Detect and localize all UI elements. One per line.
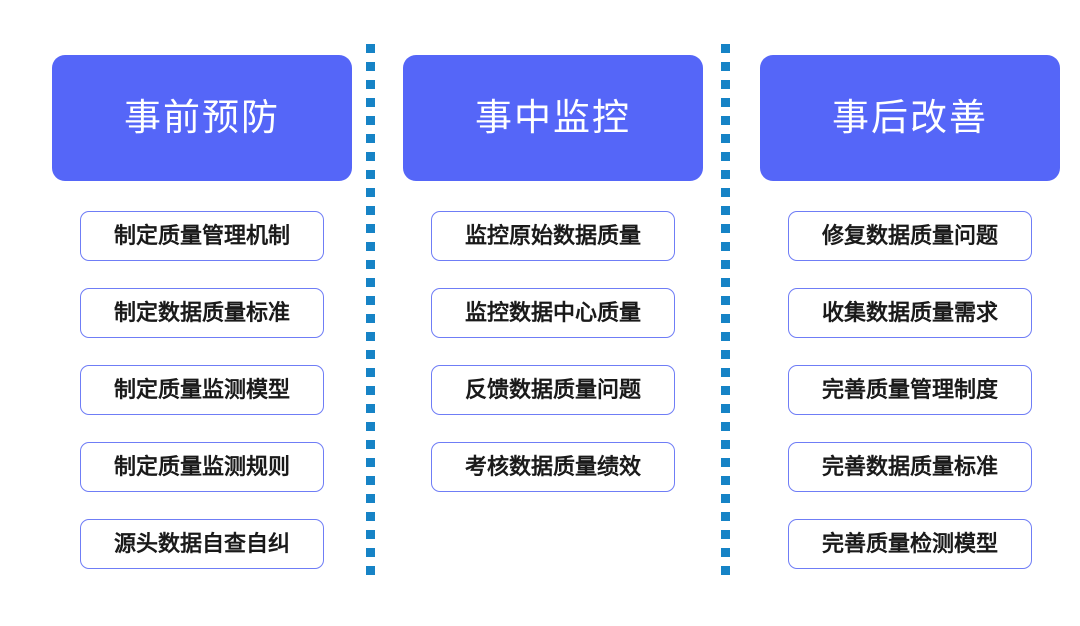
phase-item-label: 考核数据质量绩效 <box>464 454 641 479</box>
phase-item-label: 源头数据自查自纠 <box>113 531 290 556</box>
phase-item[interactable]: 源头数据自查自纠 <box>80 519 324 569</box>
phase-item-label: 制定质量监测规则 <box>113 454 290 479</box>
phase-column-3: 事后改善 修复数据质量问题 收集数据质量需求 完善质量管理制度 完善数据质量标准… <box>760 0 1060 626</box>
phase-item[interactable]: 制定质量监测模型 <box>80 365 324 415</box>
phase-item-list-2: 监控原始数据质量 监控数据中心质量 反馈数据质量问题 考核数据质量绩效 <box>431 211 675 492</box>
phase-item-list-3: 修复数据质量问题 收集数据质量需求 完善质量管理制度 完善数据质量标准 完善质量… <box>788 211 1032 569</box>
phase-header-label-1: 事前预防 <box>124 97 280 139</box>
phase-item[interactable]: 修复数据质量问题 <box>788 211 1032 261</box>
phase-item[interactable]: 完善质量管理制度 <box>788 365 1032 415</box>
phase-item[interactable]: 制定质量管理机制 <box>80 211 324 261</box>
phase-item[interactable]: 考核数据质量绩效 <box>431 442 675 492</box>
dotted-divider-icon <box>366 44 375 578</box>
phase-item[interactable]: 制定质量监测规则 <box>80 442 324 492</box>
phase-item-label: 收集数据质量需求 <box>821 300 998 325</box>
phase-column-1: 事前预防 制定质量管理机制 制定数据质量标准 制定质量监测模型 制定质量监测规则… <box>52 0 352 626</box>
phase-item-label: 完善质量管理制度 <box>821 377 998 402</box>
phase-header-label-3: 事后改善 <box>832 97 988 139</box>
phase-column-2: 事中监控 监控原始数据质量 监控数据中心质量 反馈数据质量问题 考核数据质量绩效 <box>403 0 703 626</box>
phase-header-label-2: 事中监控 <box>475 97 631 139</box>
phase-item[interactable]: 完善数据质量标准 <box>788 442 1032 492</box>
phase-item[interactable]: 收集数据质量需求 <box>788 288 1032 338</box>
phase-item[interactable]: 制定数据质量标准 <box>80 288 324 338</box>
phase-header-1[interactable]: 事前预防 <box>52 55 352 181</box>
phase-item-label: 制定数据质量标准 <box>113 300 290 325</box>
phase-item-list-1: 制定质量管理机制 制定数据质量标准 制定质量监测模型 制定质量监测规则 源头数据… <box>80 211 324 569</box>
phase-item-label: 制定质量监测模型 <box>113 377 290 402</box>
phase-item[interactable]: 监控数据中心质量 <box>431 288 675 338</box>
phase-item-label: 监控原始数据质量 <box>464 223 641 248</box>
phase-header-3[interactable]: 事后改善 <box>760 55 1060 181</box>
phase-item-label: 完善质量检测模型 <box>821 531 998 556</box>
phase-item[interactable]: 反馈数据质量问题 <box>431 365 675 415</box>
phase-item-label: 反馈数据质量问题 <box>464 377 641 402</box>
phase-item-label: 制定质量管理机制 <box>113 223 290 248</box>
phase-item-label: 修复数据质量问题 <box>821 223 998 248</box>
phase-item-label: 完善数据质量标准 <box>821 454 998 479</box>
phase-item[interactable]: 完善质量检测模型 <box>788 519 1032 569</box>
dotted-divider-icon <box>721 44 730 578</box>
phase-header-2[interactable]: 事中监控 <box>403 55 703 181</box>
phase-item[interactable]: 监控原始数据质量 <box>431 211 675 261</box>
phase-item-label: 监控数据中心质量 <box>464 300 641 325</box>
